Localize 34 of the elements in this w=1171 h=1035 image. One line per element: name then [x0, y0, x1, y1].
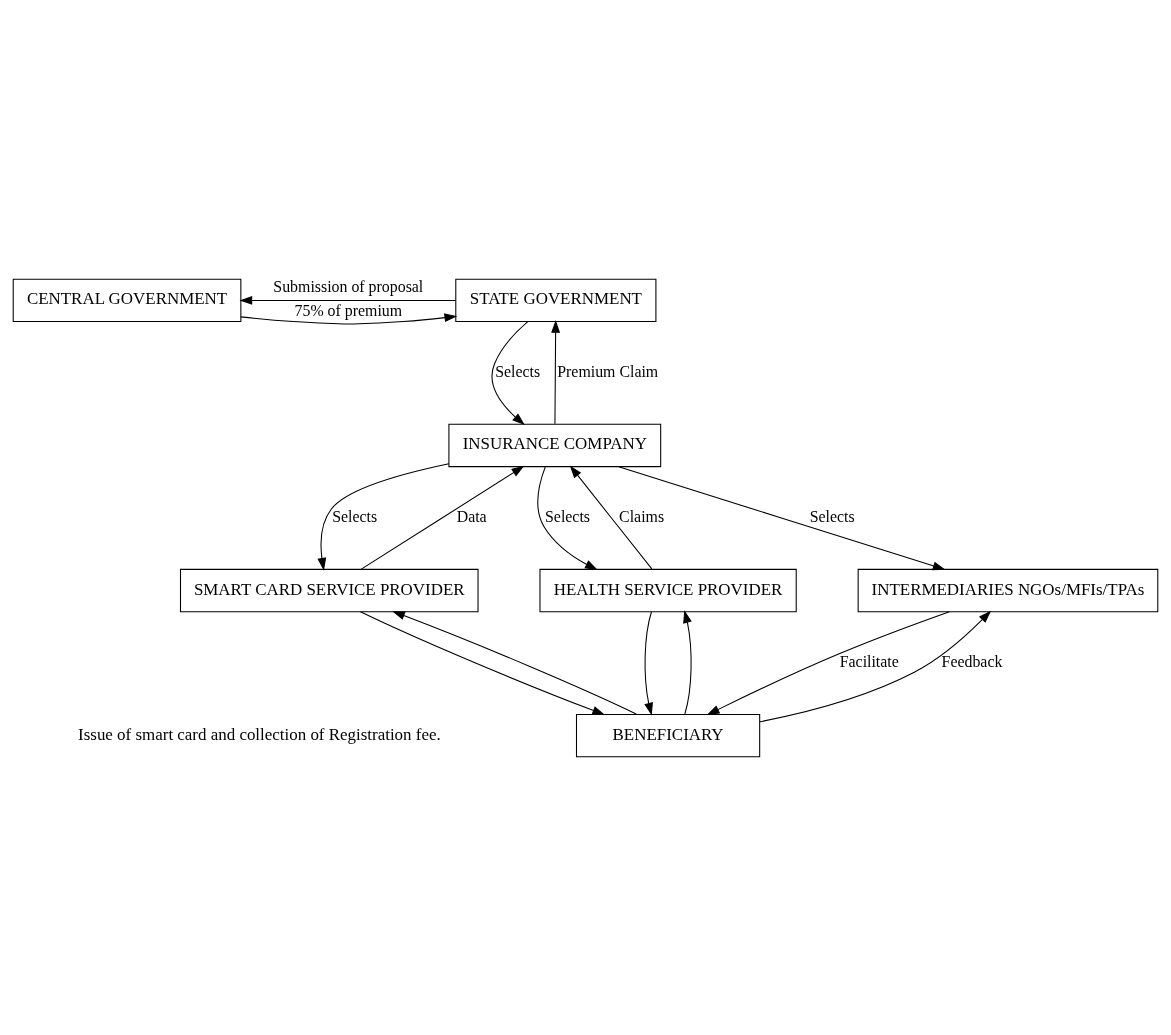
arrow [618, 465, 946, 570]
edge-label: Claims [619, 507, 665, 525]
node-box: STATE GOVERNMENT [455, 278, 657, 322]
arrow [359, 610, 606, 715]
label: Issue of smart card and collection of Registration fee. [78, 724, 441, 744]
arrow [644, 610, 653, 716]
edge-label: Selects [809, 507, 855, 525]
edge-label: Selects [332, 507, 378, 525]
arrow [317, 462, 450, 571]
arrow [360, 465, 525, 570]
arrow [491, 320, 529, 425]
arrow [537, 465, 598, 570]
node-box: SMART CARD SERVICE PROVIDER [179, 568, 479, 612]
node-box: CENTRAL GOVERNMENT [12, 278, 242, 322]
edge-label: Premium Claim [557, 362, 659, 380]
arrow [239, 295, 457, 305]
edge-label: Submission of proposal [273, 277, 424, 295]
node-box: HEALTH SERVICE PROVIDER [539, 568, 797, 612]
edge-label: Selects [545, 507, 590, 525]
edge-label: Selects [495, 362, 541, 380]
edge-label: Feedback [941, 652, 1003, 670]
arrow [683, 609, 692, 714]
arrow [392, 610, 638, 715]
node-box: INTERMEDIARIES NGOs/MFIs/TPAs [857, 568, 1159, 612]
edge-label: Facilitate [839, 652, 899, 670]
edge-label: 75% of premium [294, 301, 403, 319]
arrow [551, 319, 561, 424]
arrow [240, 312, 458, 325]
arrow [569, 464, 653, 569]
arrow [706, 610, 950, 715]
node-box: BENEFICIARY [575, 713, 761, 757]
node-box: INSURANCE COMPANY [448, 423, 662, 467]
arrow [759, 610, 992, 722]
edge-label: Data [456, 507, 487, 525]
